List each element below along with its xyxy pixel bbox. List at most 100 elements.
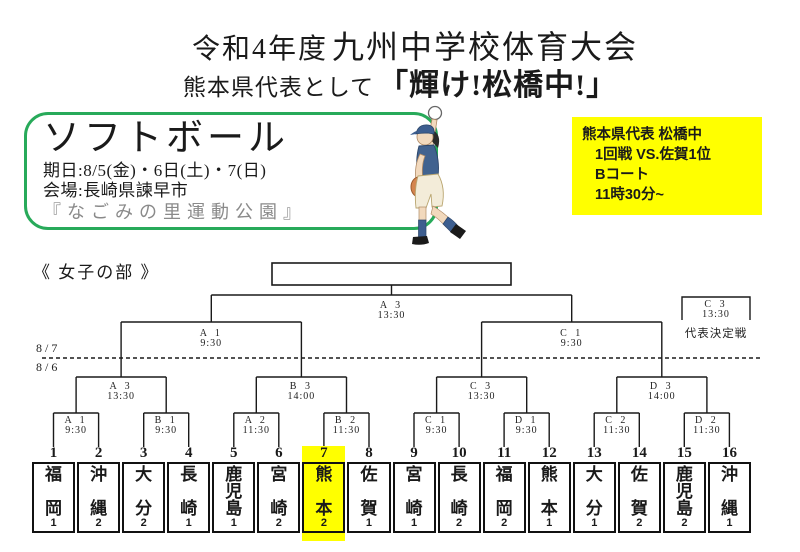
team-box: 宮崎 2 [257,462,301,533]
slot-number: 1 [49,445,58,461]
team-slot-10: 10 長崎 2 [437,445,481,541]
notice-line4: 11時30分~ [595,187,664,203]
match-label-final: A 3 13:30 [377,300,406,321]
team-name: 宮崎 [405,465,423,518]
bracket-lines [52,285,751,447]
team-seed: 2 [275,517,282,529]
match-label-qf-b3: B 3 14:00 [287,381,316,402]
team-seed: 1 [185,517,192,529]
slot-number: 12 [541,445,557,461]
match-label-r1-d1: D 1 9:30 [514,415,539,436]
match-label-r1-d2: D 2 11:30 [693,415,721,436]
team-seed: 2 [140,517,147,529]
team-box: 大分 2 [122,462,166,533]
match-label-semi-right: C 1 9:30 [560,328,584,349]
rep-decision-caption: 代表決定戦 [684,328,748,340]
team-box: 鹿児島 2 [662,462,706,533]
team-box: 大分 1 [572,462,616,533]
match-label-qf-c3: C 3 13:30 [467,381,496,402]
team-name: 鹿児島 [225,465,243,518]
slot-number: 2 [94,445,103,461]
event-info-box: ソフトボール 期日:8/5(金)・6日(土)・7(日) 会場:長崎県諫早市 『な… [24,112,438,230]
team-slot-row: 1 福岡 1 2 沖縄 2 3 大分 2 4 長崎 1 5 鹿児島 1 [32,446,751,541]
team-box: 宮崎 1 [392,462,436,533]
slot-number: 5 [230,445,238,461]
champion-box [271,262,512,286]
notice-line3: Bコート [595,167,649,183]
match-label-r1-b2: B 2 11:30 [332,415,361,436]
team-box: 熊本 2 [302,462,346,533]
slot-number: 15 [676,445,692,461]
slot-number: 8 [365,445,373,461]
team-name: 福岡 [45,465,63,518]
team-seed: 2 [320,517,327,529]
title-era: 令和4年度 [191,34,328,65]
slot-number: 3 [139,445,148,461]
team-seed: 2 [501,517,508,529]
slot-number: 11 [497,445,512,461]
team-seed: 1 [726,517,733,529]
team-box: 福岡 1 [32,462,76,533]
team-name: 熊本 [540,465,558,518]
team-seed: 2 [681,517,688,529]
slot-number: 7 [320,445,328,461]
team-name: 沖縄 [720,465,738,518]
slot-number: 16 [721,445,737,461]
softball-player-illustration [410,105,466,245]
team-seed: 1 [365,517,373,529]
team-seed: 1 [230,517,237,529]
team-box: 沖縄 1 [707,462,751,533]
team-box: 佐賀 1 [347,462,391,533]
team-name: 大分 [135,465,153,518]
match-label-r1-a1: A 1 9:30 [64,415,88,436]
date-label-aug7: 8/7 [36,341,61,355]
match-label-qf-a3: A 3 13:30 [107,381,135,402]
title-main: 九州中学校体育大会 [332,29,639,65]
slot-number: 9 [410,445,418,461]
team-name: 鹿児島 [675,465,693,518]
team-box: 長崎 1 [167,462,211,533]
match-label-rep-decision: C 3 13:30 [702,299,730,320]
match-label-r1-c1: C 1 9:30 [425,415,449,436]
slot-number: 10 [451,445,467,461]
team-slot-2: 2 沖縄 2 [77,445,121,541]
team-name: 大分 [585,465,603,518]
team-slot-13: 13 大分 1 [572,446,616,541]
notice-line2: 1回戦 VS.佐賀1位 [595,147,712,163]
notice-line1: 熊本県代表 松橋中 [582,127,703,143]
team-name: 福岡 [495,465,513,518]
team-seed: 1 [591,517,598,529]
team-seed: 2 [95,517,102,529]
section-label-girls-division: 《 女子の部 》 [33,263,160,282]
team-slot-15: 15 鹿児島 2 [662,445,706,541]
team-name: 沖縄 [90,465,108,518]
match-label-qf-d3: D 3 14:00 [647,381,676,402]
event-venue: 会場:長崎県諫早市 [43,181,189,200]
page-title: 令和4年度 九州中学校体育大会 [50,22,780,68]
team-box: 沖縄 2 [77,462,121,533]
event-venue-park: 『なごみの里運動公園』 [43,202,307,222]
team-seed: 2 [456,517,463,529]
team-seed: 1 [546,517,553,529]
team-box: 鹿児島 1 [212,462,256,533]
team-box: 長崎 2 [437,462,481,533]
team-seed: 1 [50,517,57,529]
team-slot-7-highlighted: 7 熊本 2 [302,445,346,541]
page-subtitle: 熊本県代表として 「輝け!松橋中!」 [0,60,800,104]
match-label-r1-c2: C 2 11:30 [603,415,631,436]
team-slot-3: 3 大分 2 [122,445,166,541]
team-seed: 1 [410,517,418,529]
team-slot-16: 16 沖縄 1 [707,445,751,541]
slot-number: 4 [184,445,193,461]
slot-number: 6 [275,445,283,461]
sport-title: ソフトボール [43,118,289,159]
team-slot-11: 11 福岡 2 [482,445,526,541]
team-slot-8: 8 佐賀 1 [347,445,391,541]
team-name: 佐賀 [630,465,648,518]
team-name: 佐賀 [360,465,378,518]
team-slot-4: 4 長崎 1 [167,445,211,541]
team-name: 熊本 [315,465,333,518]
date-label-aug6: 8/6 [36,360,61,374]
team-box: 佐賀 2 [617,462,661,533]
